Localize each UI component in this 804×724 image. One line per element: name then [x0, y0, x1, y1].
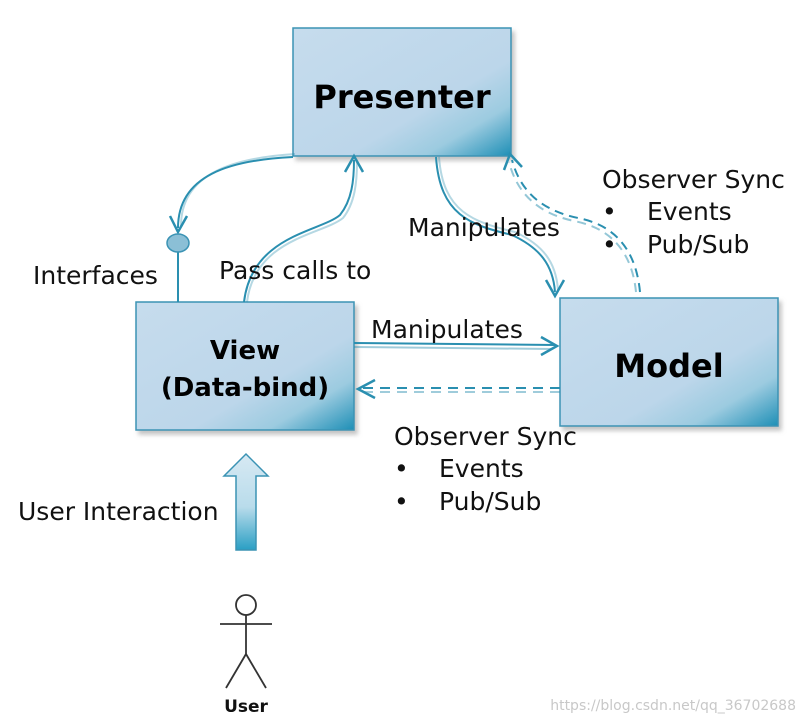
presenter-node: Presenter	[292, 27, 512, 157]
observer-sync-bottom-item: Events	[439, 454, 524, 483]
observer-sync-bottom: Observer Sync • Events • Pub/Sub	[394, 422, 577, 516]
bullet-icon: •	[394, 487, 409, 516]
model-label: Model	[614, 347, 723, 385]
model-to-presenter-dashed-arrow	[502, 151, 641, 293]
observer-sync-bottom-item: Pub/Sub	[439, 487, 541, 516]
observer-sync-top-item: Events	[647, 197, 732, 226]
presenter-to-model-arrow	[435, 156, 566, 299]
manipulates-presenter-model-label: Manipulates	[408, 213, 560, 242]
observer-sync-bottom-title: Observer Sync	[394, 422, 577, 451]
bullet-icon: •	[602, 197, 617, 226]
observer-sync-top-item: Pub/Sub	[647, 230, 749, 259]
user-interaction-arrow	[222, 452, 270, 551]
user-interaction-label: User Interaction	[18, 497, 219, 526]
manipulates-view-model-label: Manipulates	[371, 315, 523, 344]
bullet-icon: •	[394, 454, 409, 483]
observer-sync-top-title: Observer Sync	[602, 165, 785, 194]
view-node: View (Data-bind)	[135, 301, 355, 431]
view-label: View	[210, 336, 280, 366]
bullet-icon: •	[602, 230, 617, 259]
presenter-label: Presenter	[313, 78, 490, 116]
view-sublabel: (Data-bind)	[161, 373, 329, 403]
pass-calls-to-label: Pass calls to	[219, 256, 371, 285]
watermark: https://blog.csdn.net/qq_36702688	[550, 698, 796, 714]
model-node: Model	[559, 297, 779, 427]
user-actor-label: User	[224, 697, 268, 717]
interfaces-label: Interfaces	[33, 261, 158, 290]
observer-sync-top: Observer Sync • Events • Pub/Sub	[602, 165, 785, 259]
model-to-view-dashed-arrow	[355, 378, 560, 400]
user-actor-icon	[220, 594, 272, 689]
presenter-to-interfaces-arrow	[168, 153, 296, 235]
view-to-model-arrow	[353, 335, 560, 357]
interfaces-lollipop	[166, 233, 190, 302]
view-to-presenter-arrow	[243, 153, 365, 303]
